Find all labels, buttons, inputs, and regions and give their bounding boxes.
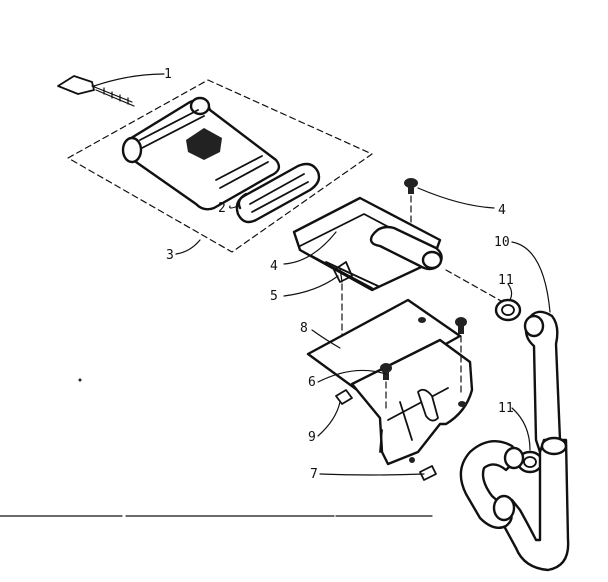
ground-lines: [0, 378, 433, 517]
callout-3: 3: [166, 248, 174, 263]
callout-2: 2: [218, 201, 226, 216]
callout-9: 9: [308, 430, 316, 445]
part-4-screw-top: [404, 178, 418, 227]
part-6-screw: [380, 363, 392, 411]
outlet-guide-line: [445, 269, 511, 307]
part-5-clip: [333, 261, 353, 365]
part-10-hose: [459, 310, 570, 572]
callout-7: 7: [310, 467, 318, 482]
callout-8: 8: [300, 321, 308, 336]
callout-1: 1: [164, 67, 172, 82]
part-1-pull-tab: [57, 75, 135, 107]
callout-11-top: 11: [498, 273, 514, 288]
leader-lines: [93, 73, 551, 476]
part-9-clip: [335, 389, 353, 405]
valve-housing: [292, 196, 443, 292]
callout-11-bottom: 11: [498, 401, 514, 416]
part-2-gasket: [235, 162, 321, 224]
part-7-clip: [419, 465, 437, 481]
callout-5: 5: [270, 289, 278, 304]
callout-10: 10: [494, 235, 510, 250]
filter-screen: [121, 96, 281, 211]
part-8-bracket: [306, 298, 474, 466]
callout-6: 6: [308, 375, 316, 390]
bracket-screw-right: [455, 317, 467, 397]
callout-4-top: 4: [498, 203, 506, 218]
callout-4-left: 4: [270, 259, 278, 274]
part-3-assembly-outline: [67, 79, 373, 253]
part-11-clamp-top: [494, 298, 522, 322]
